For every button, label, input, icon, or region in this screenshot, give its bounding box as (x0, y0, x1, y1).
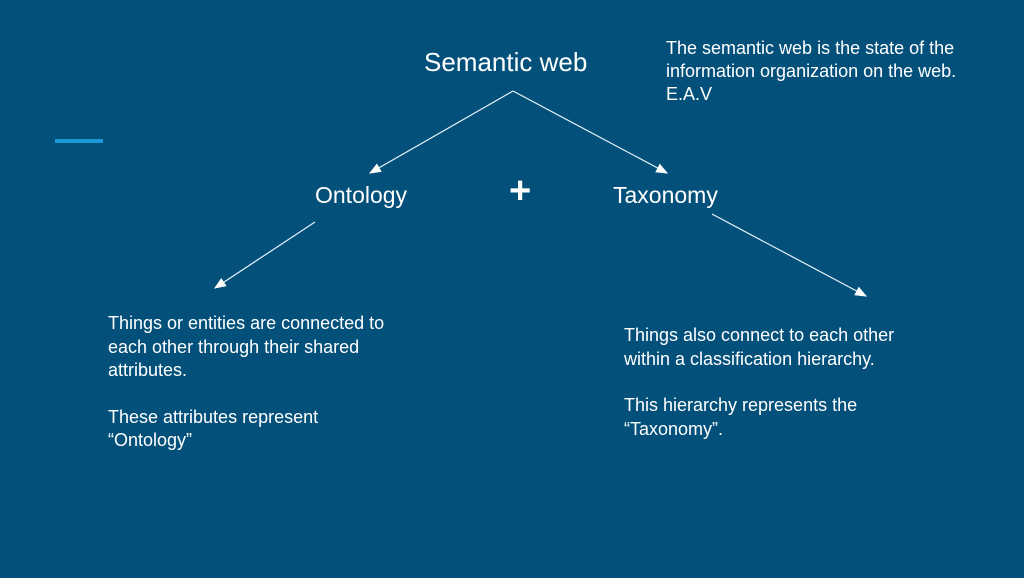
arrow-to-ontology (368, 90, 514, 174)
text-line: These attributes represent (108, 406, 319, 427)
note-line: The semantic web is the state of the (666, 38, 955, 58)
text-line: “Ontology” (108, 430, 193, 450)
text-line: This hierarchy represents the (624, 395, 858, 415)
text-line: within a classification hierarchy. (624, 348, 875, 369)
semantic-web-title: Semantic web (424, 47, 588, 77)
plus-sign: + (509, 170, 532, 212)
definition-note: The semantic web is the state of the inf… (666, 37, 956, 106)
text-line: attributes. (108, 360, 188, 380)
accent-bar (55, 139, 103, 143)
note-line: information organization on the web. (666, 61, 957, 81)
arrow-taxonomy-to-text (711, 213, 868, 297)
text-line: Things also connect to each other (624, 325, 895, 345)
ontology-label: Ontology (315, 182, 408, 208)
arrow-to-taxonomy (512, 90, 669, 174)
ontology-description: Things or entities are connected to each… (108, 312, 384, 453)
text-line: Things or entities are connected to (108, 313, 385, 333)
note-line: E.A.V (666, 84, 713, 104)
taxonomy-label: Taxonomy (613, 182, 718, 208)
text-line: each other through their shared (108, 336, 360, 357)
taxonomy-description: Things also connect to each other within… (624, 324, 894, 441)
arrow-ontology-to-text (213, 221, 316, 289)
text-line: “Taxonomy”. (624, 418, 724, 439)
